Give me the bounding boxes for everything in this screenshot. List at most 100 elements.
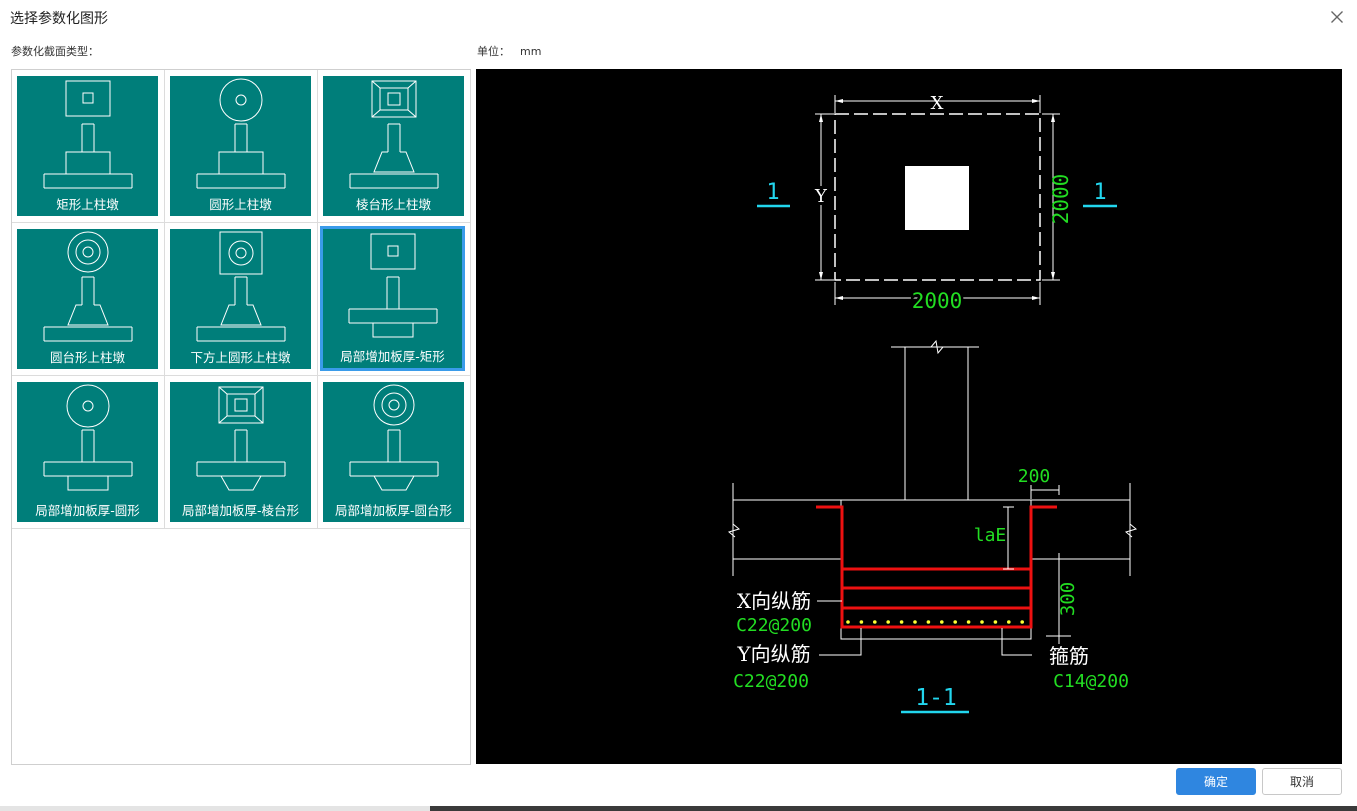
rebar-dot — [899, 620, 904, 624]
plan-y-label: Y — [814, 186, 828, 207]
shape-thumbnail: 局部增加板厚-矩形 — [320, 226, 465, 371]
shape-thumbnail: 矩形上柱墩 — [17, 76, 158, 216]
rebar-dot — [1020, 620, 1024, 624]
shape-preview-icon — [196, 386, 286, 491]
rebar-dot — [966, 620, 971, 624]
unit-label-text: 单位： — [477, 45, 510, 58]
shape-thumbnail: 局部增加板厚-棱台形 — [170, 382, 311, 522]
plan-x-arrow-left — [835, 99, 843, 103]
cancel-button[interactable]: 取消 — [1262, 768, 1342, 795]
shape-preview-icon — [349, 80, 439, 189]
preview-drawing: X Y 2000 2000 1 1 — [727, 93, 1138, 714]
plan-right-dim-text: 2000 — [1049, 174, 1073, 225]
preview-canvas: X Y 2000 2000 1 1 — [476, 69, 1342, 764]
dialog-title: 选择参数化图形 — [10, 11, 108, 27]
section-type-label: 参数化截面类型： — [11, 45, 99, 58]
shape-preview-icon — [196, 78, 286, 189]
plan-x-label: X — [931, 93, 944, 114]
shape-option-1[interactable]: 矩形上柱墩 — [12, 70, 165, 223]
shape-label: 矩形上柱墩 — [56, 197, 119, 212]
y-rebar-value: C22@200 — [733, 671, 809, 692]
dialog-footer — [0, 765, 1357, 811]
shape-preview-icon — [43, 384, 133, 491]
shape-thumbnail: 圆台形上柱墩 — [17, 229, 158, 369]
rebar-cage-outline — [816, 505, 1057, 629]
section-mark-right: 1 — [1093, 180, 1106, 205]
close-icon — [1331, 11, 1343, 23]
shape-option-2[interactable]: 圆形上柱墩 — [165, 70, 318, 223]
taskbar-edge — [430, 806, 1357, 811]
rebar-dot — [913, 620, 917, 624]
rebar-dot — [953, 620, 957, 624]
shape-thumbnail: 局部增加板厚-圆台形 — [323, 382, 464, 522]
plan-y-arrow-bottom — [819, 272, 823, 280]
rebar-dot — [980, 620, 984, 624]
dialog-titlebar: 选择参数化图形 — [0, 0, 1357, 36]
rebar-dot — [1007, 620, 1011, 624]
rebar-dot — [886, 620, 890, 624]
y-rebar-label: Y向纵筋 — [736, 642, 810, 666]
shape-preview-icon — [349, 384, 439, 491]
rebar-dot — [859, 620, 864, 624]
shape-option-4[interactable]: 圆台形上柱墩 — [12, 223, 165, 376]
shape-list-panel: 矩形上柱墩圆形上柱墩棱台形上柱墩圆台形上柱墩下方上圆形上柱墩局部增加板厚-矩形局… — [11, 69, 471, 765]
plan-view: X Y 2000 2000 1 1 — [757, 93, 1117, 316]
shape-option-3[interactable]: 棱台形上柱墩 — [318, 70, 471, 223]
lae-text: laE — [974, 525, 1007, 546]
shape-thumbnail: 棱台形上柱墩 — [323, 76, 464, 216]
shape-preview-icon — [43, 231, 133, 342]
shape-preview-icon — [196, 231, 286, 342]
shape-label: 局部增加板厚-圆形 — [35, 503, 140, 518]
section-view: 200 laE 300 X向纵筋 C22@200 Y向纵筋 C22@200 箍筋… — [727, 339, 1138, 714]
column-break-mark — [930, 339, 944, 355]
unit-value: mm — [520, 45, 542, 58]
section-mark-left: 1 — [766, 180, 779, 205]
dim-300-text: 300 — [1057, 582, 1079, 616]
plan-column — [905, 166, 969, 230]
shape-thumbnail: 局部增加板厚-圆形 — [17, 382, 158, 522]
dim-200-text: 200 — [1018, 466, 1051, 487]
y-rebar-leader — [819, 628, 862, 656]
shape-option-5[interactable]: 下方上圆形上柱墩 — [165, 223, 318, 376]
plan-y-arrow-top — [819, 114, 823, 122]
stirrup-value: C14@200 — [1053, 671, 1129, 692]
stirrup-leader — [1001, 628, 1032, 656]
section-title: 1-1 — [915, 685, 957, 711]
plan-outline — [834, 113, 1041, 281]
plan-bottom-dim-text: 2000 — [912, 289, 963, 313]
shape-label: 局部增加板厚-圆台形 — [334, 503, 452, 518]
shape-label: 圆台形上柱墩 — [49, 350, 125, 365]
shape-preview-icon — [348, 233, 438, 338]
rebar-dot — [940, 620, 944, 624]
rebar-dot — [873, 620, 877, 624]
close-button[interactable] — [1323, 4, 1351, 30]
plan-right-arrow-bottom — [1051, 272, 1055, 280]
stirrup-label: 箍筋 — [1049, 644, 1089, 668]
rebar-dot — [993, 620, 998, 624]
shape-preview-icon — [43, 80, 133, 189]
plan-x-arrow-right — [1032, 99, 1040, 103]
shape-option-6[interactable]: 局部增加板厚-矩形 — [318, 223, 471, 376]
shape-label: 圆形上柱墩 — [209, 197, 272, 212]
rebar-dot — [846, 620, 850, 624]
plan-bottom-arrow-left — [835, 296, 843, 300]
shape-label: 下方上圆形上柱墩 — [190, 350, 291, 365]
plan-bottom-arrow-right — [1032, 296, 1040, 300]
shape-thumbnail: 下方上圆形上柱墩 — [170, 229, 311, 369]
shape-label: 局部增加板厚-矩形 — [340, 349, 445, 364]
shape-option-7[interactable]: 局部增加板厚-圆形 — [12, 376, 165, 529]
x-rebar-label: X向纵筋 — [737, 589, 811, 613]
slab-break-left — [727, 523, 741, 538]
shape-label: 棱台形上柱墩 — [355, 197, 431, 212]
shape-option-8[interactable]: 局部增加板厚-棱台形 — [165, 376, 318, 529]
shape-option-9[interactable]: 局部增加板厚-圆台形 — [318, 376, 471, 529]
shape-label: 局部增加板厚-棱台形 — [181, 503, 299, 518]
plan-right-arrow-top — [1051, 114, 1055, 122]
rebar-dot — [926, 620, 931, 624]
x-rebar-value: C22@200 — [736, 615, 812, 636]
ok-button[interactable]: 确定 — [1176, 768, 1256, 795]
unit-label: 单位： mm — [477, 43, 541, 59]
rebar-dots — [846, 620, 1024, 624]
shape-thumbnail: 圆形上柱墩 — [170, 76, 311, 216]
slab-break-right — [1124, 523, 1138, 538]
